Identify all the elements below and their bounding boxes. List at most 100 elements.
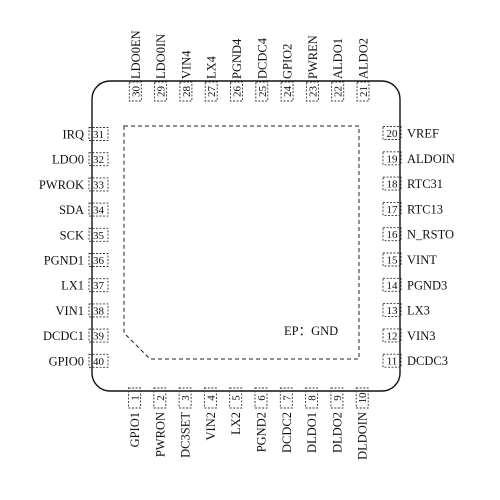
pin-number: 13 bbox=[387, 305, 399, 317]
pin-pad bbox=[230, 81, 243, 102]
pin-pad bbox=[204, 81, 218, 102]
pin-number: 31 bbox=[93, 129, 104, 141]
pin-number: 3 bbox=[180, 395, 192, 401]
pin-number: 14 bbox=[387, 280, 399, 292]
pin-pad bbox=[382, 277, 402, 292]
pin-pad bbox=[128, 387, 141, 409]
pin-pad bbox=[203, 387, 217, 409]
pin-number: 26 bbox=[232, 86, 244, 98]
pin-top-30: 30 LDO0EN bbox=[128, 30, 143, 102]
pin-left-34: 34 SDA bbox=[59, 202, 109, 217]
pin-number: 7 bbox=[281, 395, 293, 401]
package-outline bbox=[91, 80, 401, 392]
pin-label: LDO0IN bbox=[154, 34, 168, 79]
pin-label: VIN3 bbox=[407, 329, 435, 343]
pin-number: 28 bbox=[181, 86, 193, 98]
pin-number: 17 bbox=[387, 204, 399, 216]
pin-label: PWROK bbox=[39, 178, 84, 192]
pin-number: 19 bbox=[387, 153, 399, 165]
pin-label: GPIO0 bbox=[49, 354, 84, 368]
pin-label: PGND1 bbox=[44, 254, 84, 268]
pin-pad bbox=[382, 176, 402, 191]
pin-label: RTC13 bbox=[407, 202, 443, 216]
pin-left-39: 39 DCDC1 bbox=[43, 328, 109, 343]
pin-label: ALDOIN bbox=[407, 152, 455, 166]
pin-label: DC3SET bbox=[179, 412, 193, 458]
pin-pad bbox=[88, 278, 109, 293]
pin-right-19: 19 ALDOIN bbox=[382, 151, 455, 166]
pin-number: 37 bbox=[93, 280, 105, 292]
pin-pad bbox=[330, 387, 344, 409]
pin-pad bbox=[280, 81, 294, 102]
pin-number: 36 bbox=[93, 255, 105, 267]
pin-left-36: 36 PGND1 bbox=[44, 253, 109, 268]
pin-pad bbox=[382, 201, 402, 216]
pin-label: GPIO1 bbox=[128, 412, 142, 447]
pin-number: 24 bbox=[282, 86, 294, 98]
pin-label: LX4 bbox=[205, 55, 219, 79]
pin-right-13: 13 LX3 bbox=[382, 303, 430, 318]
pin-label: DCDC4 bbox=[255, 37, 269, 79]
pin-number: 20 bbox=[387, 128, 399, 140]
pin-number: 30 bbox=[130, 86, 142, 98]
pin-number: 40 bbox=[93, 356, 105, 368]
pin-number: 1 bbox=[130, 395, 142, 401]
pin-pad bbox=[331, 81, 345, 102]
pin-label: GPIO2 bbox=[281, 44, 295, 79]
pin-label: DCDC1 bbox=[43, 329, 84, 343]
pin-pad bbox=[128, 81, 142, 102]
pin-pad bbox=[88, 353, 109, 368]
pin-number: 25 bbox=[257, 86, 269, 98]
pin-label: LX3 bbox=[407, 304, 430, 318]
pin-label: IRQ bbox=[62, 128, 84, 142]
pin-pad bbox=[279, 387, 293, 409]
pin-number: 10 bbox=[357, 392, 369, 404]
pin-right-17: 17 RTC13 bbox=[382, 201, 443, 216]
pin-pad bbox=[88, 328, 109, 343]
pin-number: 22 bbox=[333, 86, 345, 97]
pin-pad bbox=[88, 253, 109, 267]
pin-pad bbox=[356, 81, 370, 102]
pin-pad bbox=[153, 387, 167, 409]
pin-number: 16 bbox=[387, 229, 399, 241]
pin-label: LX2 bbox=[229, 412, 243, 435]
pin-number: 34 bbox=[93, 205, 105, 217]
pin-number: 39 bbox=[93, 331, 105, 343]
pin-label: SDA bbox=[59, 203, 84, 217]
pin-pad bbox=[88, 177, 109, 192]
pin-label: DLDO1 bbox=[305, 412, 319, 453]
pin-pad bbox=[305, 387, 319, 409]
pin-number: 32 bbox=[93, 154, 104, 166]
pin-pad bbox=[179, 81, 193, 102]
pin-label: DLDOIN bbox=[356, 412, 370, 460]
pin-label: DCDC2 bbox=[280, 412, 294, 453]
pin-label: N_RSTO bbox=[407, 228, 454, 242]
pin-pad bbox=[178, 387, 192, 409]
pin-pad bbox=[88, 202, 109, 217]
pin-label: LDO0EN bbox=[129, 30, 143, 79]
pins-layer: 30LDO0EN29LDO0IN28VIN427LX426PGND425DCDC… bbox=[39, 30, 455, 460]
pin-top-25: 25 DCDC4 bbox=[255, 37, 269, 102]
pin-number: 35 bbox=[93, 230, 105, 242]
pin-pad bbox=[88, 152, 109, 167]
